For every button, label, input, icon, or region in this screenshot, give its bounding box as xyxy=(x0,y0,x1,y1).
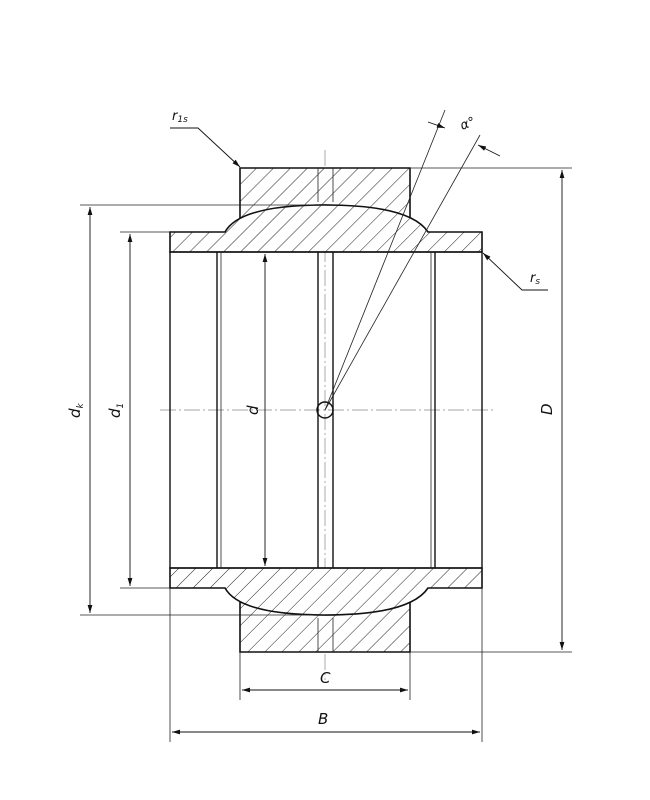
angle-arrow-2 xyxy=(477,144,501,157)
label-alpha: α° xyxy=(458,115,477,134)
leader-rs xyxy=(482,252,548,291)
label-C: C xyxy=(320,669,331,687)
label-rs: rs xyxy=(530,271,540,287)
leader-r1s xyxy=(170,127,241,168)
angle-arrow-1 xyxy=(427,121,446,129)
angle-line-1 xyxy=(324,109,446,411)
label-r1s: r1s xyxy=(172,109,188,125)
label-B: B xyxy=(318,710,328,728)
label-d: d xyxy=(244,405,262,415)
lubrication-hole xyxy=(316,401,334,419)
angle-line-2 xyxy=(324,134,481,411)
label-dk: dk xyxy=(66,402,86,418)
inner-ring-bottom xyxy=(169,567,483,616)
label-d1: d1 xyxy=(106,403,126,418)
bore-outline xyxy=(169,251,483,569)
label-D: D xyxy=(538,403,556,415)
inner-ring-top xyxy=(169,204,483,253)
